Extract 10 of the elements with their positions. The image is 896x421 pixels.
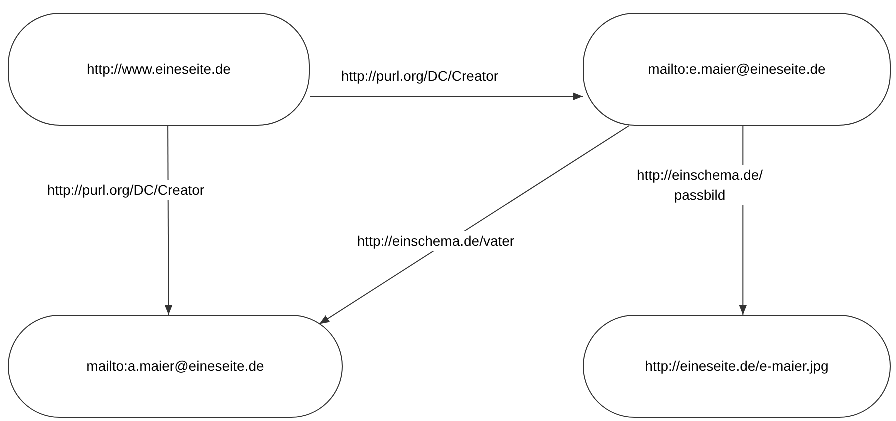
node-text: http://eineseite.de/e-maier.jpg bbox=[645, 357, 829, 376]
edge-label: http://einschema.de/ passbild bbox=[634, 165, 766, 205]
arrow bbox=[319, 126, 630, 325]
node-text: mailto:e.maier@eineseite.de bbox=[648, 60, 826, 79]
node-text: http://www.eineseite.de bbox=[87, 60, 231, 79]
arrow bbox=[310, 92, 584, 101]
arrow bbox=[164, 126, 173, 316]
node-text: mailto:a.maier@eineseite.de bbox=[86, 357, 264, 376]
edge-label: http://einschema.de/vater bbox=[355, 231, 517, 251]
edge-label: http://purl.org/DC/Creator bbox=[45, 180, 207, 200]
